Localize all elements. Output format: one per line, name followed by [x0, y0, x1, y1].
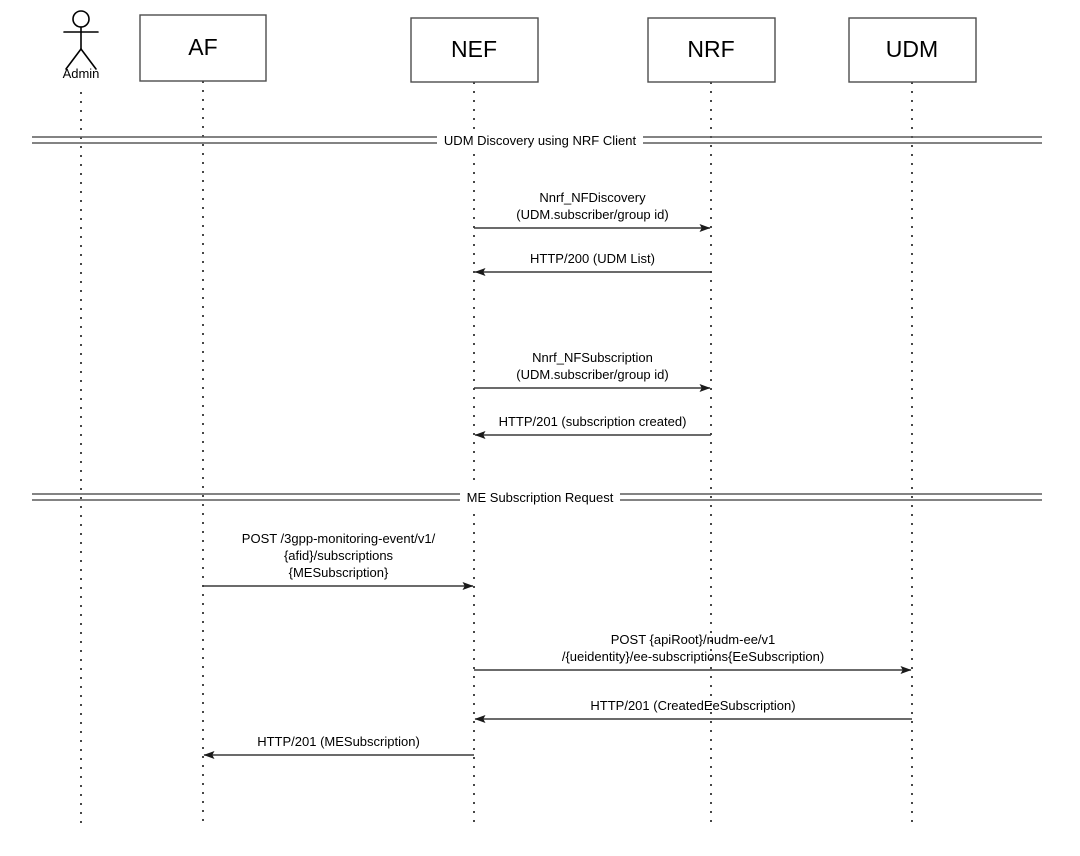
msg-http200-udmlist[interactable]: HTTP/200 (UDM List) — [474, 251, 711, 276]
msg-nnrf-nfdiscovery[interactable]: Nnrf_NFDiscovery (UDM.subscriber/group id… — [474, 190, 711, 232]
msg-post-3gpp-monitoring-event[interactable]: POST /3gpp-monitoring-event/v1/ {afid}/su… — [203, 531, 474, 590]
message-label-line: POST /3gpp-monitoring-event/v1/ — [242, 531, 436, 546]
participant-label-nrf: NRF — [687, 36, 734, 62]
participant-label-nef: NEF — [451, 36, 497, 62]
message-label-line: HTTP/201 (subscription created) — [499, 414, 687, 429]
participant-box-nef[interactable] — [410, 17, 539, 83]
dividers-layer: UDM Discovery using NRF Client ME Subscri… — [32, 130, 1042, 507]
message-label-line: HTTP/200 (UDM List) — [530, 251, 655, 266]
actor-leg-left-icon — [65, 48, 82, 70]
message-label-line: HTTP/201 (CreatedEeSubscription) — [590, 698, 795, 713]
divider-me-subscription: ME Subscription Request — [32, 487, 1042, 507]
message-label-line: Nnrf_NFDiscovery — [539, 190, 646, 205]
divider-label-backdrop — [437, 130, 643, 150]
msg-post-nudm-ee[interactable]: POST {apiRoot}/nudm-ee/v1 /{ueidentity}/e… — [474, 632, 912, 674]
actor-head-icon — [72, 10, 90, 28]
participant-nef[interactable]: NEF — [410, 17, 539, 83]
message-label-line: (UDM.subscriber/group id) — [516, 367, 668, 382]
message-label-line: /{ueidentity}/ee-subscriptions{EeSubscri… — [562, 649, 824, 664]
actor-leg-right-icon — [80, 48, 97, 70]
divider-udm-discovery: UDM Discovery using NRF Client — [32, 130, 1042, 150]
participant-box-af[interactable] — [139, 14, 267, 82]
divider-label-backdrop — [460, 487, 620, 507]
message-label-line: {MESubscription} — [289, 565, 389, 580]
messages-layer: Nnrf_NFDiscovery (UDM.subscriber/group id… — [203, 190, 912, 759]
participant-admin[interactable]: Admin — [63, 10, 100, 81]
participant-label-admin: Admin — [63, 66, 100, 81]
msg-http201-mesubscription[interactable]: HTTP/201 (MESubscription) — [203, 734, 474, 759]
message-label-line: {afid}/subscriptions — [284, 548, 394, 563]
participant-label-udm: UDM — [886, 36, 938, 62]
participants-layer: Admin AF NEF NRF UDM — [63, 10, 977, 83]
message-label-line: HTTP/201 (MESubscription) — [257, 734, 420, 749]
participant-box-udm[interactable] — [848, 17, 977, 83]
message-label-line: POST {apiRoot}/nudm-ee/v1 — [611, 632, 776, 647]
message-label-line: (UDM.subscriber/group id) — [516, 207, 668, 222]
participant-box-nrf[interactable] — [647, 17, 776, 83]
divider-label: ME Subscription Request — [467, 490, 614, 505]
msg-http201-subscription-created[interactable]: HTTP/201 (subscription created) — [474, 414, 711, 439]
msg-http201-created-ee-subscription[interactable]: HTTP/201 (CreatedEeSubscription) — [474, 698, 912, 723]
msg-nnrf-nfsubscription[interactable]: Nnrf_NFSubscription (UDM.subscriber/group… — [474, 350, 711, 392]
divider-label: UDM Discovery using NRF Client — [444, 133, 637, 148]
participant-label-af: AF — [188, 34, 217, 60]
participant-nrf[interactable]: NRF — [647, 17, 776, 83]
lifelines-layer — [80, 81, 913, 826]
participant-udm[interactable]: UDM — [848, 17, 977, 83]
participant-af[interactable]: AF — [139, 14, 267, 82]
message-label-line: Nnrf_NFSubscription — [532, 350, 653, 365]
